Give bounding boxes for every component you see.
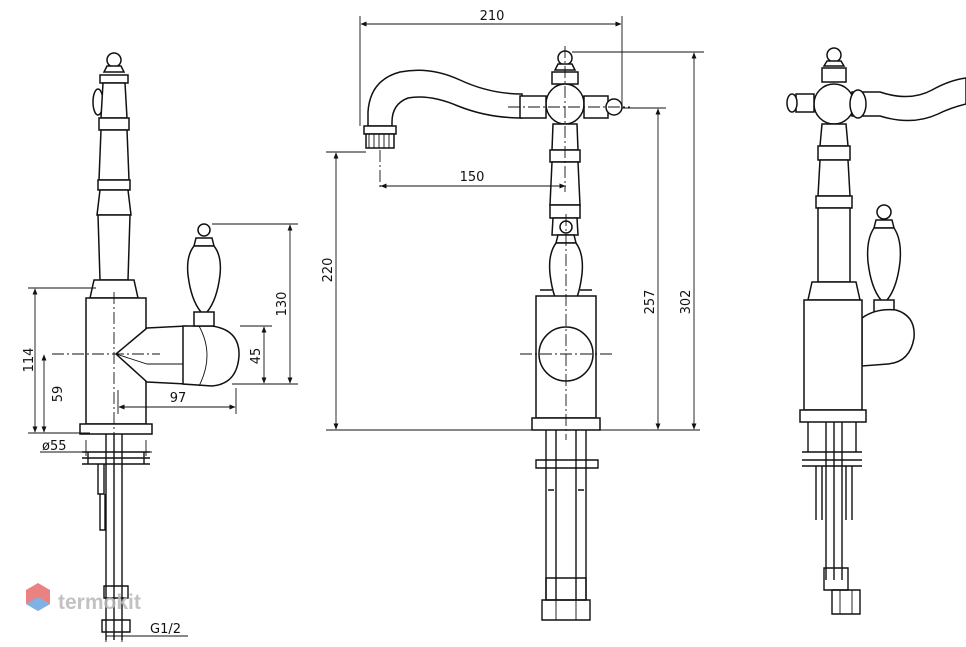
dim-diameter-55: ø55 bbox=[42, 439, 67, 454]
front-view bbox=[363, 46, 630, 621]
dim-97: 97 bbox=[170, 391, 187, 406]
side-view bbox=[52, 52, 240, 640]
dim-257: 257 bbox=[643, 290, 658, 315]
side-view-dimensions: 114 59 97 130 45 ø55 G1/2 bbox=[22, 223, 298, 642]
dim-45: 45 bbox=[249, 348, 264, 365]
dim-114: 114 bbox=[22, 348, 37, 373]
front-view-dimensions: 210 150 220 257 302 bbox=[321, 9, 704, 431]
dim-302: 302 bbox=[679, 290, 694, 315]
perspective-view bbox=[786, 47, 966, 615]
dim-150: 150 bbox=[460, 170, 485, 185]
dim-220: 220 bbox=[321, 258, 336, 283]
termokit-logo-icon bbox=[26, 583, 50, 611]
dim-59: 59 bbox=[51, 386, 66, 403]
dim-210: 210 bbox=[480, 9, 505, 24]
watermark-text: termokit bbox=[58, 591, 141, 614]
termokit-watermark: termokit bbox=[26, 583, 141, 614]
dim-thread-g12: G1/2 bbox=[150, 622, 181, 637]
dim-130: 130 bbox=[275, 292, 290, 317]
